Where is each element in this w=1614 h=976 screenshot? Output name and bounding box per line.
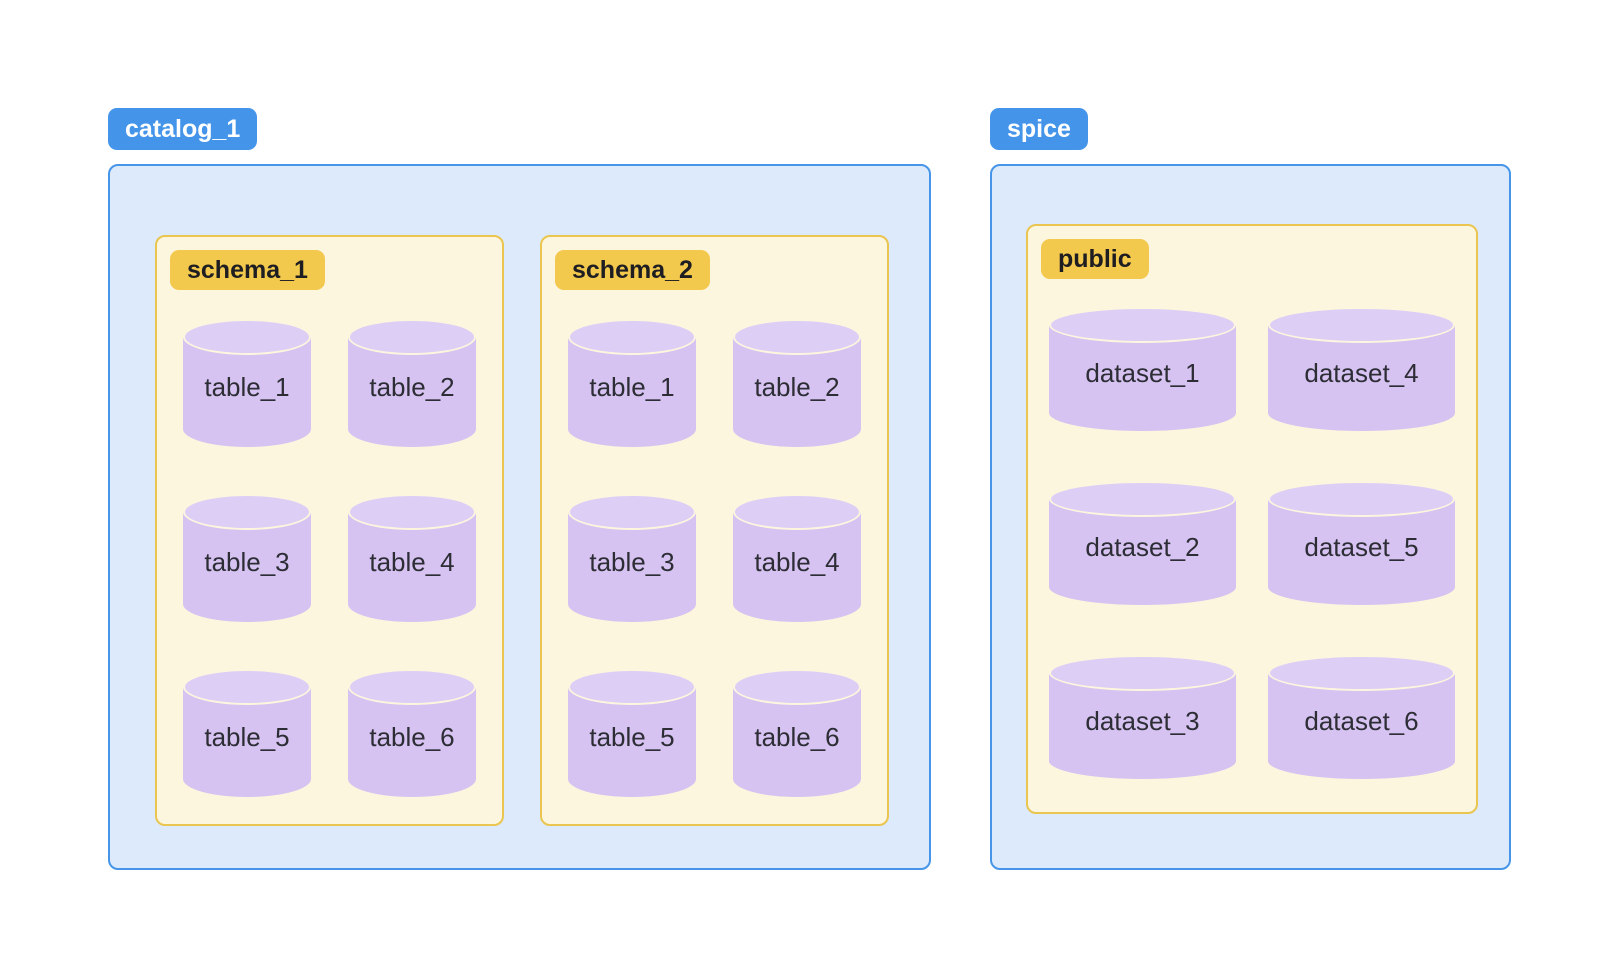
cylinder-body [733,337,861,447]
table-label: table_5 [204,721,290,752]
cylinder-top-ellipse [348,319,476,355]
table-label: table_1 [204,371,290,402]
table-cylinder: table_5 [568,669,696,797]
cylinder-body [733,512,861,622]
table-label: table_1 [589,371,675,402]
cylinder-body [568,512,696,622]
dataset-label: dataset_6 [1304,705,1419,736]
table-label: table_2 [369,371,455,402]
table-cylinder: table_2 [348,319,476,447]
catalog-1-group: catalog_1 schema_1 table_1 table_2 [108,108,931,870]
cylinder-body [183,512,311,622]
catalog-1-container: schema_1 table_1 table_2 [108,164,931,870]
schema-2-badge: schema_2 [555,250,710,290]
cylinder-top-ellipse [1268,481,1455,517]
spice-badge: spice [990,108,1088,150]
cylinder-body [183,337,311,447]
table-cylinder: table_1 [568,319,696,447]
cylinder-top-ellipse [348,494,476,530]
table-cylinder: table_6 [348,669,476,797]
table-cylinder: table_5 [183,669,311,797]
dataset-cylinder: dataset_5 [1268,481,1455,605]
cylinder-body [568,337,696,447]
dataset-label: dataset_3 [1085,705,1200,736]
cylinder-body [733,687,861,797]
cylinder-top-ellipse [183,494,311,530]
schema-1-box: schema_1 table_1 table_2 [155,235,504,826]
cylinder-body [568,687,696,797]
cylinder-top-ellipse [733,494,861,530]
table-label: table_3 [589,546,675,577]
table-cylinder: table_3 [183,494,311,622]
dataset-label: dataset_2 [1085,531,1200,562]
table-cylinder: table_3 [568,494,696,622]
dataset-label: dataset_5 [1304,531,1419,562]
dataset-cylinder: dataset_6 [1268,655,1455,779]
catalog-1-badge: catalog_1 [108,108,258,150]
cylinder-top-ellipse [733,669,861,705]
dataset-label: dataset_4 [1304,357,1419,388]
table-label: table_2 [754,371,840,402]
dataset-cylinder: dataset_3 [1049,655,1236,779]
public-box: public dataset_1 dataset_2 [1026,224,1478,814]
table-label: table_4 [369,546,455,577]
table-label: table_3 [204,546,290,577]
cylinder-top-ellipse [1049,655,1236,691]
table-label: table_4 [754,546,840,577]
cylinder-top-ellipse [348,669,476,705]
schema-1-tables-grid: table_1 table_2 table_3 [170,319,489,797]
cylinder-top-ellipse [733,319,861,355]
table-cylinder: table_4 [348,494,476,622]
cylinder-top-ellipse [183,669,311,705]
spice-group: spice public dataset_1 dataset_2 [990,108,1511,870]
public-badge: public [1041,239,1149,279]
table-cylinder: table_4 [733,494,861,622]
cylinder-body [348,337,476,447]
table-label: table_6 [369,721,455,752]
schema-1-badge: schema_1 [170,250,325,290]
cylinder-top-ellipse [1268,655,1455,691]
table-cylinder: table_6 [733,669,861,797]
cylinder-top-ellipse [1268,307,1455,343]
cylinder-top-ellipse [568,669,696,705]
cylinder-top-ellipse [1049,307,1236,343]
spice-container: public dataset_1 dataset_2 [990,164,1511,870]
schema-2-tables-grid: table_1 table_2 table_3 [555,319,874,797]
public-datasets-grid: dataset_1 dataset_2 dataset_3 [1041,307,1463,779]
dataset-label: dataset_1 [1085,357,1200,388]
dataset-cylinder: dataset_4 [1268,307,1455,431]
cylinder-body [183,687,311,797]
cylinder-top-ellipse [183,319,311,355]
cylinder-body [348,512,476,622]
dataset-cylinder: dataset_1 [1049,307,1236,431]
cylinder-body [348,687,476,797]
cylinder-top-ellipse [1049,481,1236,517]
table-cylinder: table_2 [733,319,861,447]
cylinder-top-ellipse [568,494,696,530]
table-cylinder: table_1 [183,319,311,447]
cylinder-top-ellipse [568,319,696,355]
schema-2-box: schema_2 table_1 table_2 [540,235,889,826]
table-label: table_6 [754,721,840,752]
dataset-cylinder: dataset_2 [1049,481,1236,605]
table-label: table_5 [589,721,675,752]
